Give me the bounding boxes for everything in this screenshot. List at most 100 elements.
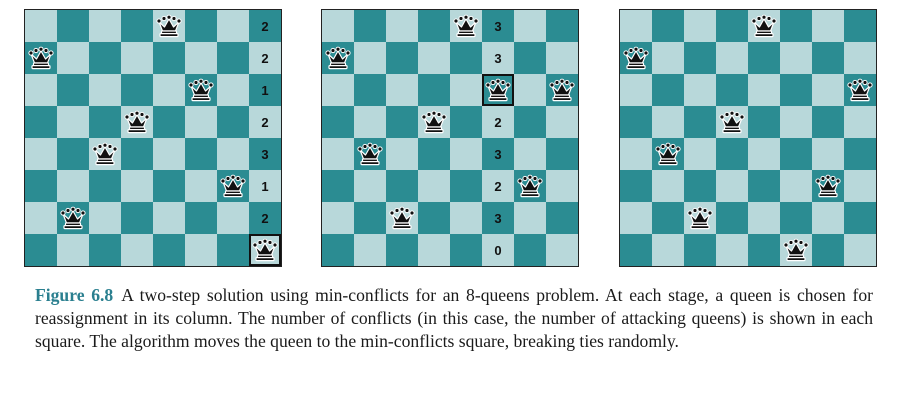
board-square: 3 <box>482 10 514 42</box>
board-square <box>386 10 418 42</box>
board-square <box>514 74 546 106</box>
board-square <box>153 170 185 202</box>
board-square <box>450 10 482 42</box>
board-square <box>185 74 217 106</box>
board-square <box>812 202 844 234</box>
board-square <box>386 202 418 234</box>
board-square <box>89 10 121 42</box>
board-square <box>217 106 249 138</box>
board-square: 2 <box>482 106 514 138</box>
board-square <box>546 170 578 202</box>
board-square <box>844 202 876 234</box>
chess-queen-icon <box>188 78 214 102</box>
board-square <box>652 234 684 266</box>
board-square <box>450 234 482 266</box>
board-square <box>25 138 57 170</box>
conflict-count: 3 <box>261 146 269 162</box>
board-square <box>844 234 876 266</box>
chess-queen-icon <box>485 78 511 102</box>
board-square <box>780 138 812 170</box>
board-square <box>153 74 185 106</box>
chess-queen-icon <box>60 206 86 230</box>
board-square <box>153 106 185 138</box>
board-square <box>514 138 546 170</box>
board-square <box>546 138 578 170</box>
board-square <box>217 74 249 106</box>
board-square <box>185 10 217 42</box>
figure-label: Figure 6.8 <box>35 285 114 305</box>
board-square <box>89 74 121 106</box>
chess-queen-icon <box>623 46 649 70</box>
board-square <box>386 138 418 170</box>
board-square: 0 <box>482 234 514 266</box>
highlighted-square <box>249 234 281 266</box>
board-square <box>418 74 450 106</box>
board-square <box>25 42 57 74</box>
board-square <box>620 42 652 74</box>
board-square <box>185 42 217 74</box>
board-square <box>418 170 450 202</box>
board-square <box>89 138 121 170</box>
board-square <box>89 170 121 202</box>
board-square <box>322 170 354 202</box>
chess-queen-icon <box>28 46 54 70</box>
board-square <box>322 42 354 74</box>
board-square <box>185 138 217 170</box>
board-square <box>354 106 386 138</box>
board-square <box>354 10 386 42</box>
highlighted-square <box>482 74 514 106</box>
chess-queen-icon <box>751 14 777 38</box>
chess-queen-icon <box>719 110 745 134</box>
board-square <box>121 42 153 74</box>
board-square <box>514 202 546 234</box>
board-square <box>652 170 684 202</box>
conflict-count: 2 <box>261 18 269 34</box>
board-square <box>844 138 876 170</box>
board-square <box>716 138 748 170</box>
board-square <box>322 234 354 266</box>
board-square <box>620 106 652 138</box>
board-square <box>322 138 354 170</box>
board-square <box>121 10 153 42</box>
board-square <box>812 10 844 42</box>
conflict-count: 3 <box>494 50 502 66</box>
board-square <box>684 138 716 170</box>
board-square <box>354 202 386 234</box>
board-square <box>684 170 716 202</box>
board-square <box>57 106 89 138</box>
board-square <box>620 202 652 234</box>
board-square <box>652 138 684 170</box>
board-square <box>684 74 716 106</box>
conflict-count: 1 <box>261 82 269 98</box>
board-square <box>418 42 450 74</box>
chessboard-step-3 <box>619 9 877 267</box>
board-square <box>185 170 217 202</box>
chess-queen-icon <box>389 206 415 230</box>
board-square <box>780 74 812 106</box>
conflict-count: 3 <box>494 18 502 34</box>
board-square <box>684 42 716 74</box>
board-square <box>652 10 684 42</box>
board-square: 1 <box>249 170 281 202</box>
board-square <box>716 42 748 74</box>
board-square <box>25 106 57 138</box>
board-square <box>546 202 578 234</box>
board-square <box>780 234 812 266</box>
board-square <box>514 10 546 42</box>
board-square <box>684 10 716 42</box>
board-square <box>418 106 450 138</box>
board-square <box>514 42 546 74</box>
board-square <box>514 106 546 138</box>
board-square <box>25 74 57 106</box>
conflict-count: 2 <box>261 50 269 66</box>
chess-queen-icon <box>549 78 575 102</box>
board-square <box>652 42 684 74</box>
chess-queen-icon <box>783 238 809 262</box>
chess-queen-icon <box>655 142 681 166</box>
board-square <box>812 170 844 202</box>
board-square <box>748 138 780 170</box>
board-square <box>57 138 89 170</box>
board-square <box>450 74 482 106</box>
board-square <box>620 170 652 202</box>
board-square <box>716 234 748 266</box>
